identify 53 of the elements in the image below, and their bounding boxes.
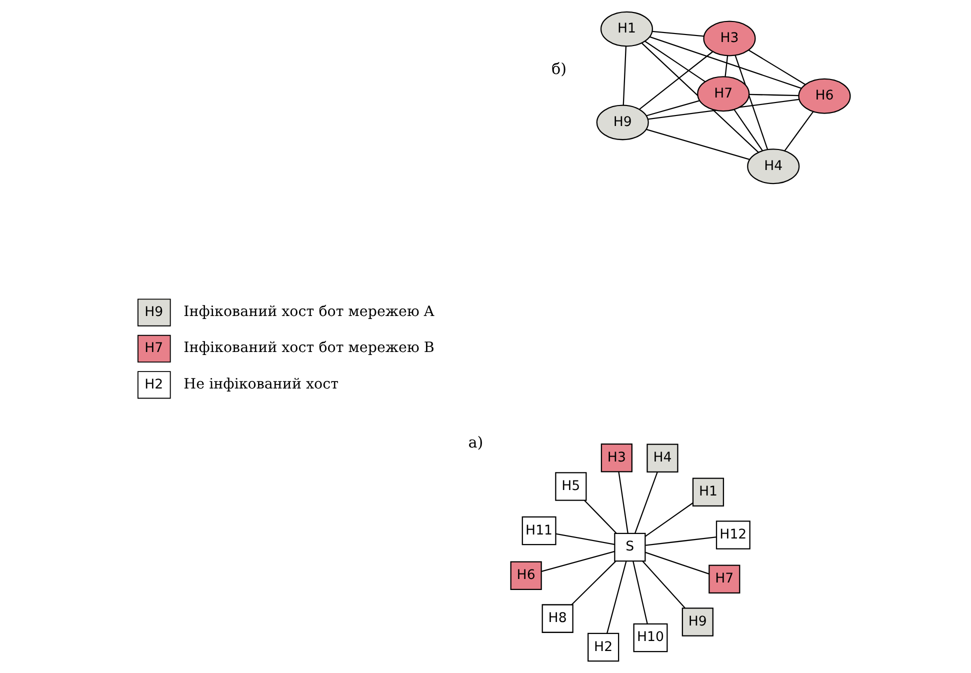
node-ellipse: H9	[596, 104, 649, 140]
node-ellipse: H4	[747, 148, 800, 184]
label: H9	[144, 305, 164, 320]
node-box: H1	[692, 478, 724, 507]
connector	[649, 36, 802, 89]
connector	[644, 40, 706, 82]
node-box: H2	[588, 632, 620, 662]
connector	[645, 502, 694, 537]
connector	[734, 109, 763, 151]
connector	[652, 30, 704, 37]
node-box: H9	[682, 608, 714, 636]
connector	[541, 550, 615, 572]
connector	[646, 536, 716, 546]
connector	[622, 46, 627, 106]
connector	[784, 111, 814, 152]
connector	[749, 94, 799, 96]
connector	[645, 552, 710, 574]
connector	[571, 560, 616, 606]
node-box: H5	[555, 472, 587, 501]
connector	[556, 533, 615, 545]
node-box: H11	[522, 516, 556, 546]
connector	[646, 128, 750, 160]
node-ellipse: H6	[798, 78, 851, 114]
label: H2	[144, 377, 164, 392]
connector	[642, 560, 686, 608]
connector	[618, 472, 628, 534]
node-ellipse: H3	[703, 20, 756, 56]
label: H7	[144, 341, 164, 356]
node-box: H4	[646, 444, 678, 472]
node-box: H3	[600, 444, 632, 472]
connector	[639, 51, 714, 110]
connector	[634, 472, 658, 534]
node-box: H6	[510, 561, 542, 590]
connector	[724, 56, 728, 77]
legend-label: Інфікований хост бот мережею A	[184, 304, 434, 320]
node-box: S	[614, 532, 646, 562]
label: а)	[468, 434, 484, 452]
connector	[606, 560, 627, 634]
node-box: H10	[633, 623, 668, 652]
connector	[734, 55, 768, 150]
node-box: H8	[542, 604, 574, 633]
connector	[632, 561, 648, 624]
connector	[584, 500, 617, 534]
connector	[646, 100, 700, 116]
legend-label: Не інфікований хост	[184, 376, 339, 392]
node-box: H12	[716, 520, 750, 550]
node-ellipse: H1	[600, 11, 653, 47]
node-ellipse: H7	[697, 76, 750, 112]
connector	[748, 50, 806, 85]
legend-label: Інфікований хост бот мережею B	[184, 340, 434, 356]
node-box: H7	[708, 564, 740, 594]
connector	[642, 42, 759, 153]
label: б)	[552, 60, 567, 78]
